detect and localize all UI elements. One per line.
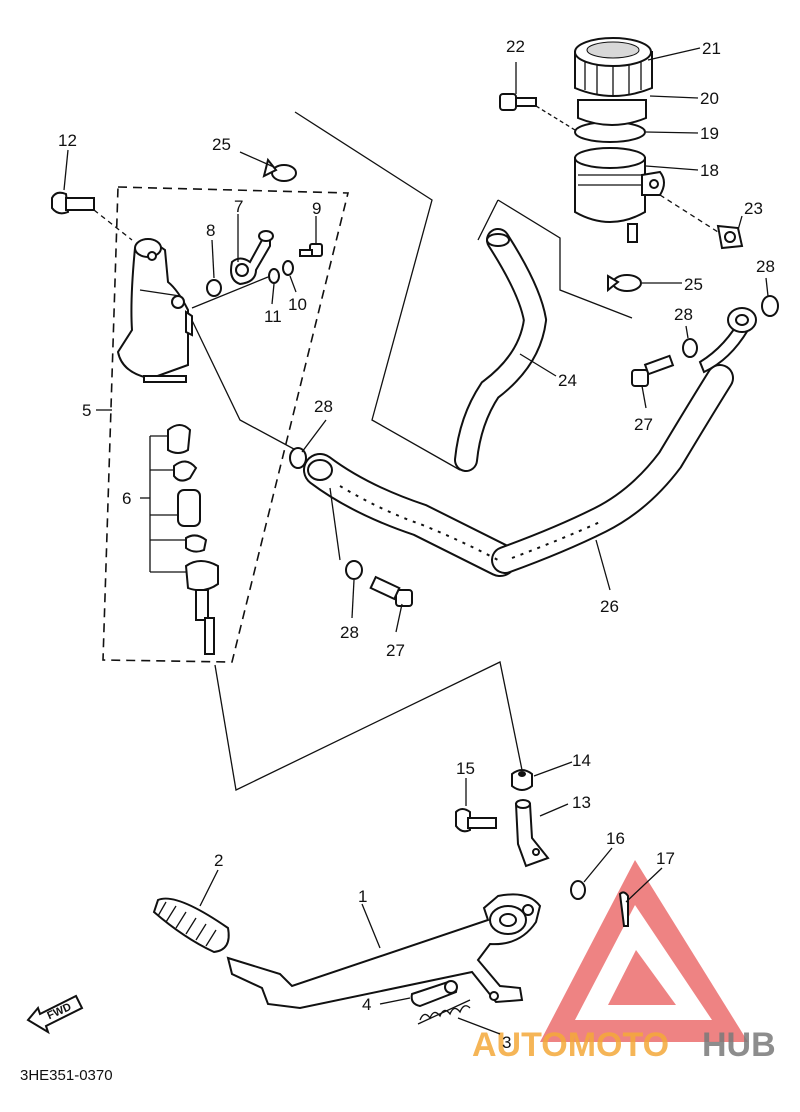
pedal-spacer: [410, 980, 458, 1008]
callout-25-lower: 25: [684, 275, 703, 294]
hose-clamp-lower: [607, 274, 642, 293]
callout-10: 10: [288, 295, 307, 314]
callout-23: 23: [744, 199, 763, 218]
callout-28-a: 28: [314, 397, 333, 416]
callout-27-upper: 27: [634, 415, 653, 434]
callout-12: 12: [58, 131, 77, 150]
brake-hose: [303, 307, 757, 577]
callout-18: 18: [700, 161, 719, 180]
callout-28-c: 28: [674, 305, 693, 324]
reservoir-bolt: [499, 93, 576, 131]
callout-17: 17: [656, 849, 675, 868]
piston-kit: [167, 424, 219, 655]
callout-26: 26: [600, 597, 619, 616]
callout-22: 22: [506, 37, 525, 56]
master-cylinder-body: [116, 238, 193, 383]
callout-24: 24: [558, 371, 577, 390]
copper-washer-c: [682, 338, 698, 358]
reference-lines: [149, 111, 633, 791]
cotter-pin: [618, 891, 629, 927]
cylinder-assembly-outline: [102, 186, 350, 663]
callout-28-d: 28: [756, 257, 775, 276]
reservoir-hose: [454, 228, 548, 472]
forward-arrow-icon: FWD: [26, 994, 84, 1035]
callout-11: 11: [264, 307, 282, 326]
callout-20: 20: [700, 89, 719, 108]
callout-27-lower: 27: [386, 641, 405, 660]
callout-4: 4: [362, 995, 371, 1014]
reservoir-cap: [574, 37, 653, 97]
callout-25-upper: 25: [212, 135, 231, 154]
union-bolt-lower: [369, 575, 413, 607]
callout-28-b: 28: [340, 623, 359, 642]
pin-washer: [570, 880, 586, 900]
callout-14: 14: [572, 751, 591, 770]
callout-6: 6: [122, 489, 131, 508]
union-bolt-upper: [631, 354, 675, 387]
callout-16: 16: [606, 829, 625, 848]
hose-clamp-upper: [262, 157, 297, 182]
clevis-joint: [514, 799, 550, 868]
callout-leaders: [63, 47, 769, 1035]
clevis-nut: [511, 769, 533, 791]
union-washer-11: [268, 268, 280, 284]
callout-9: 9: [312, 199, 321, 218]
callout-5: 5: [82, 401, 91, 420]
callout-numbers: 1 2 3 4 5 6 7 8 9 10 11 12 13 14 15 16 1…: [58, 37, 775, 1052]
mounting-bolt: [51, 191, 133, 241]
reservoir-nut: [659, 194, 744, 250]
callout-21: 21: [702, 39, 721, 58]
clevis-pin: [455, 808, 497, 833]
brake-pedal: [226, 893, 542, 1010]
watermark-logo: AUTOMOTO HUB: [472, 860, 776, 1064]
copper-washer-a: [289, 447, 307, 469]
watermark-text-b: HUB: [702, 1026, 776, 1064]
callout-1: 1: [358, 887, 367, 906]
union-screw: [299, 243, 323, 257]
callout-15: 15: [456, 759, 475, 778]
callout-8: 8: [206, 221, 215, 240]
callout-13: 13: [572, 793, 591, 812]
figure-code: 3HE351-0370: [20, 1067, 113, 1084]
callout-19: 19: [700, 124, 719, 143]
callout-7: 7: [234, 197, 243, 216]
callout-2: 2: [214, 851, 223, 870]
callout-3: 3: [502, 1033, 511, 1052]
copper-washer-b: [345, 560, 363, 580]
return-spring: [417, 999, 471, 1025]
o-ring: [206, 279, 222, 297]
watermark-text-a: AUTOMOTO: [472, 1026, 669, 1064]
banjo-union: [230, 230, 274, 286]
reservoir-diaphragm: [577, 99, 647, 126]
union-washer-10: [282, 260, 294, 276]
copper-washer-d: [761, 295, 779, 317]
pedal-rubber: [152, 897, 230, 954]
reservoir-tank: [574, 147, 665, 243]
